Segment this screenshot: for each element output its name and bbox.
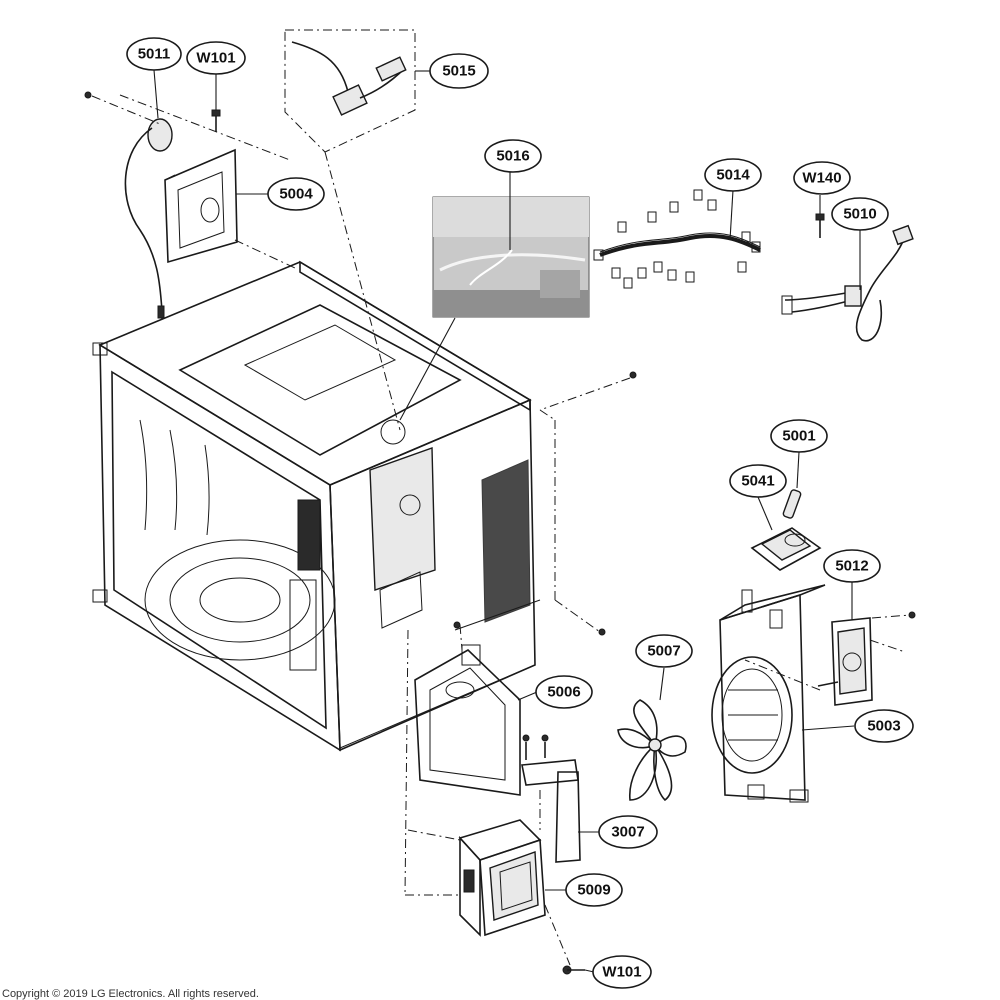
callout-w101-top: W101 [186,41,246,75]
callout-label: W140 [802,170,841,187]
part-5006-duct [414,644,521,796]
callout-5016: 5016 [484,139,542,173]
callout-label: 5016 [496,148,529,165]
callout-label: 5006 [547,684,580,701]
screw-w101-bottom [562,965,585,975]
callout-label: 5015 [442,63,475,80]
part-5012-fan-motor [817,617,873,706]
callout-5006: 5006 [535,675,593,709]
callout-5012: 5012 [823,549,881,583]
callout-5011: 5011 [126,37,182,71]
callout-label: 5001 [782,428,815,445]
leader-lines [153,69,861,973]
callout-w101-bottom: W101 [592,955,652,989]
part-5016-photo-inset [399,196,590,421]
callout-3007: 3007 [598,815,658,849]
callout-5004: 5004 [267,177,325,211]
callout-label: 5010 [843,206,876,223]
assembly-guide-lines [91,94,911,966]
callout-label: 5003 [867,718,900,735]
callout-label: W101 [602,964,641,981]
callout-5015: 5015 [429,53,489,89]
callout-label: 5009 [577,882,610,899]
part-5015-harness [284,29,416,153]
callout-label: 5041 [741,473,774,490]
copyright-notice: Copyright © 2019 LG Electronics. All rig… [2,988,259,1000]
callout-label: 3007 [611,824,644,841]
callout-label: 5011 [138,46,171,63]
oven-cavity [92,260,541,752]
part-5001-fuse [782,489,802,519]
callout-5014: 5014 [704,158,762,192]
callout-5010: 5010 [831,197,889,231]
part-3007-bracket [521,734,581,863]
callout-label: 5012 [835,558,868,575]
screw-w101-top [211,109,221,132]
screw-right-motor [908,611,916,619]
part-5009-magnetron [458,819,546,937]
callout-5009: 5009 [565,873,623,907]
callout-label: 5014 [716,167,750,184]
callout-5007: 5007 [635,634,693,668]
callout-5003: 5003 [854,709,914,743]
part-5011-sensor [124,118,173,319]
callout-5041: 5041 [729,464,787,498]
part-5041-noise-filter [750,527,822,571]
part-5007-fan-blade [617,699,687,802]
callout-label: 5007 [647,643,680,660]
screw-small-left [84,91,92,99]
part-5010-power-cord [781,213,914,342]
callout-5001: 5001 [770,419,828,453]
part-5014-wire-harness [593,189,761,289]
callout-label: W101 [196,50,235,67]
part-5004-bracket [164,148,238,264]
callout-label: 5004 [279,186,313,203]
callout-w140: W140 [793,161,851,195]
part-5003-air-guide [711,584,826,803]
screw-cabinet-right [453,371,637,636]
